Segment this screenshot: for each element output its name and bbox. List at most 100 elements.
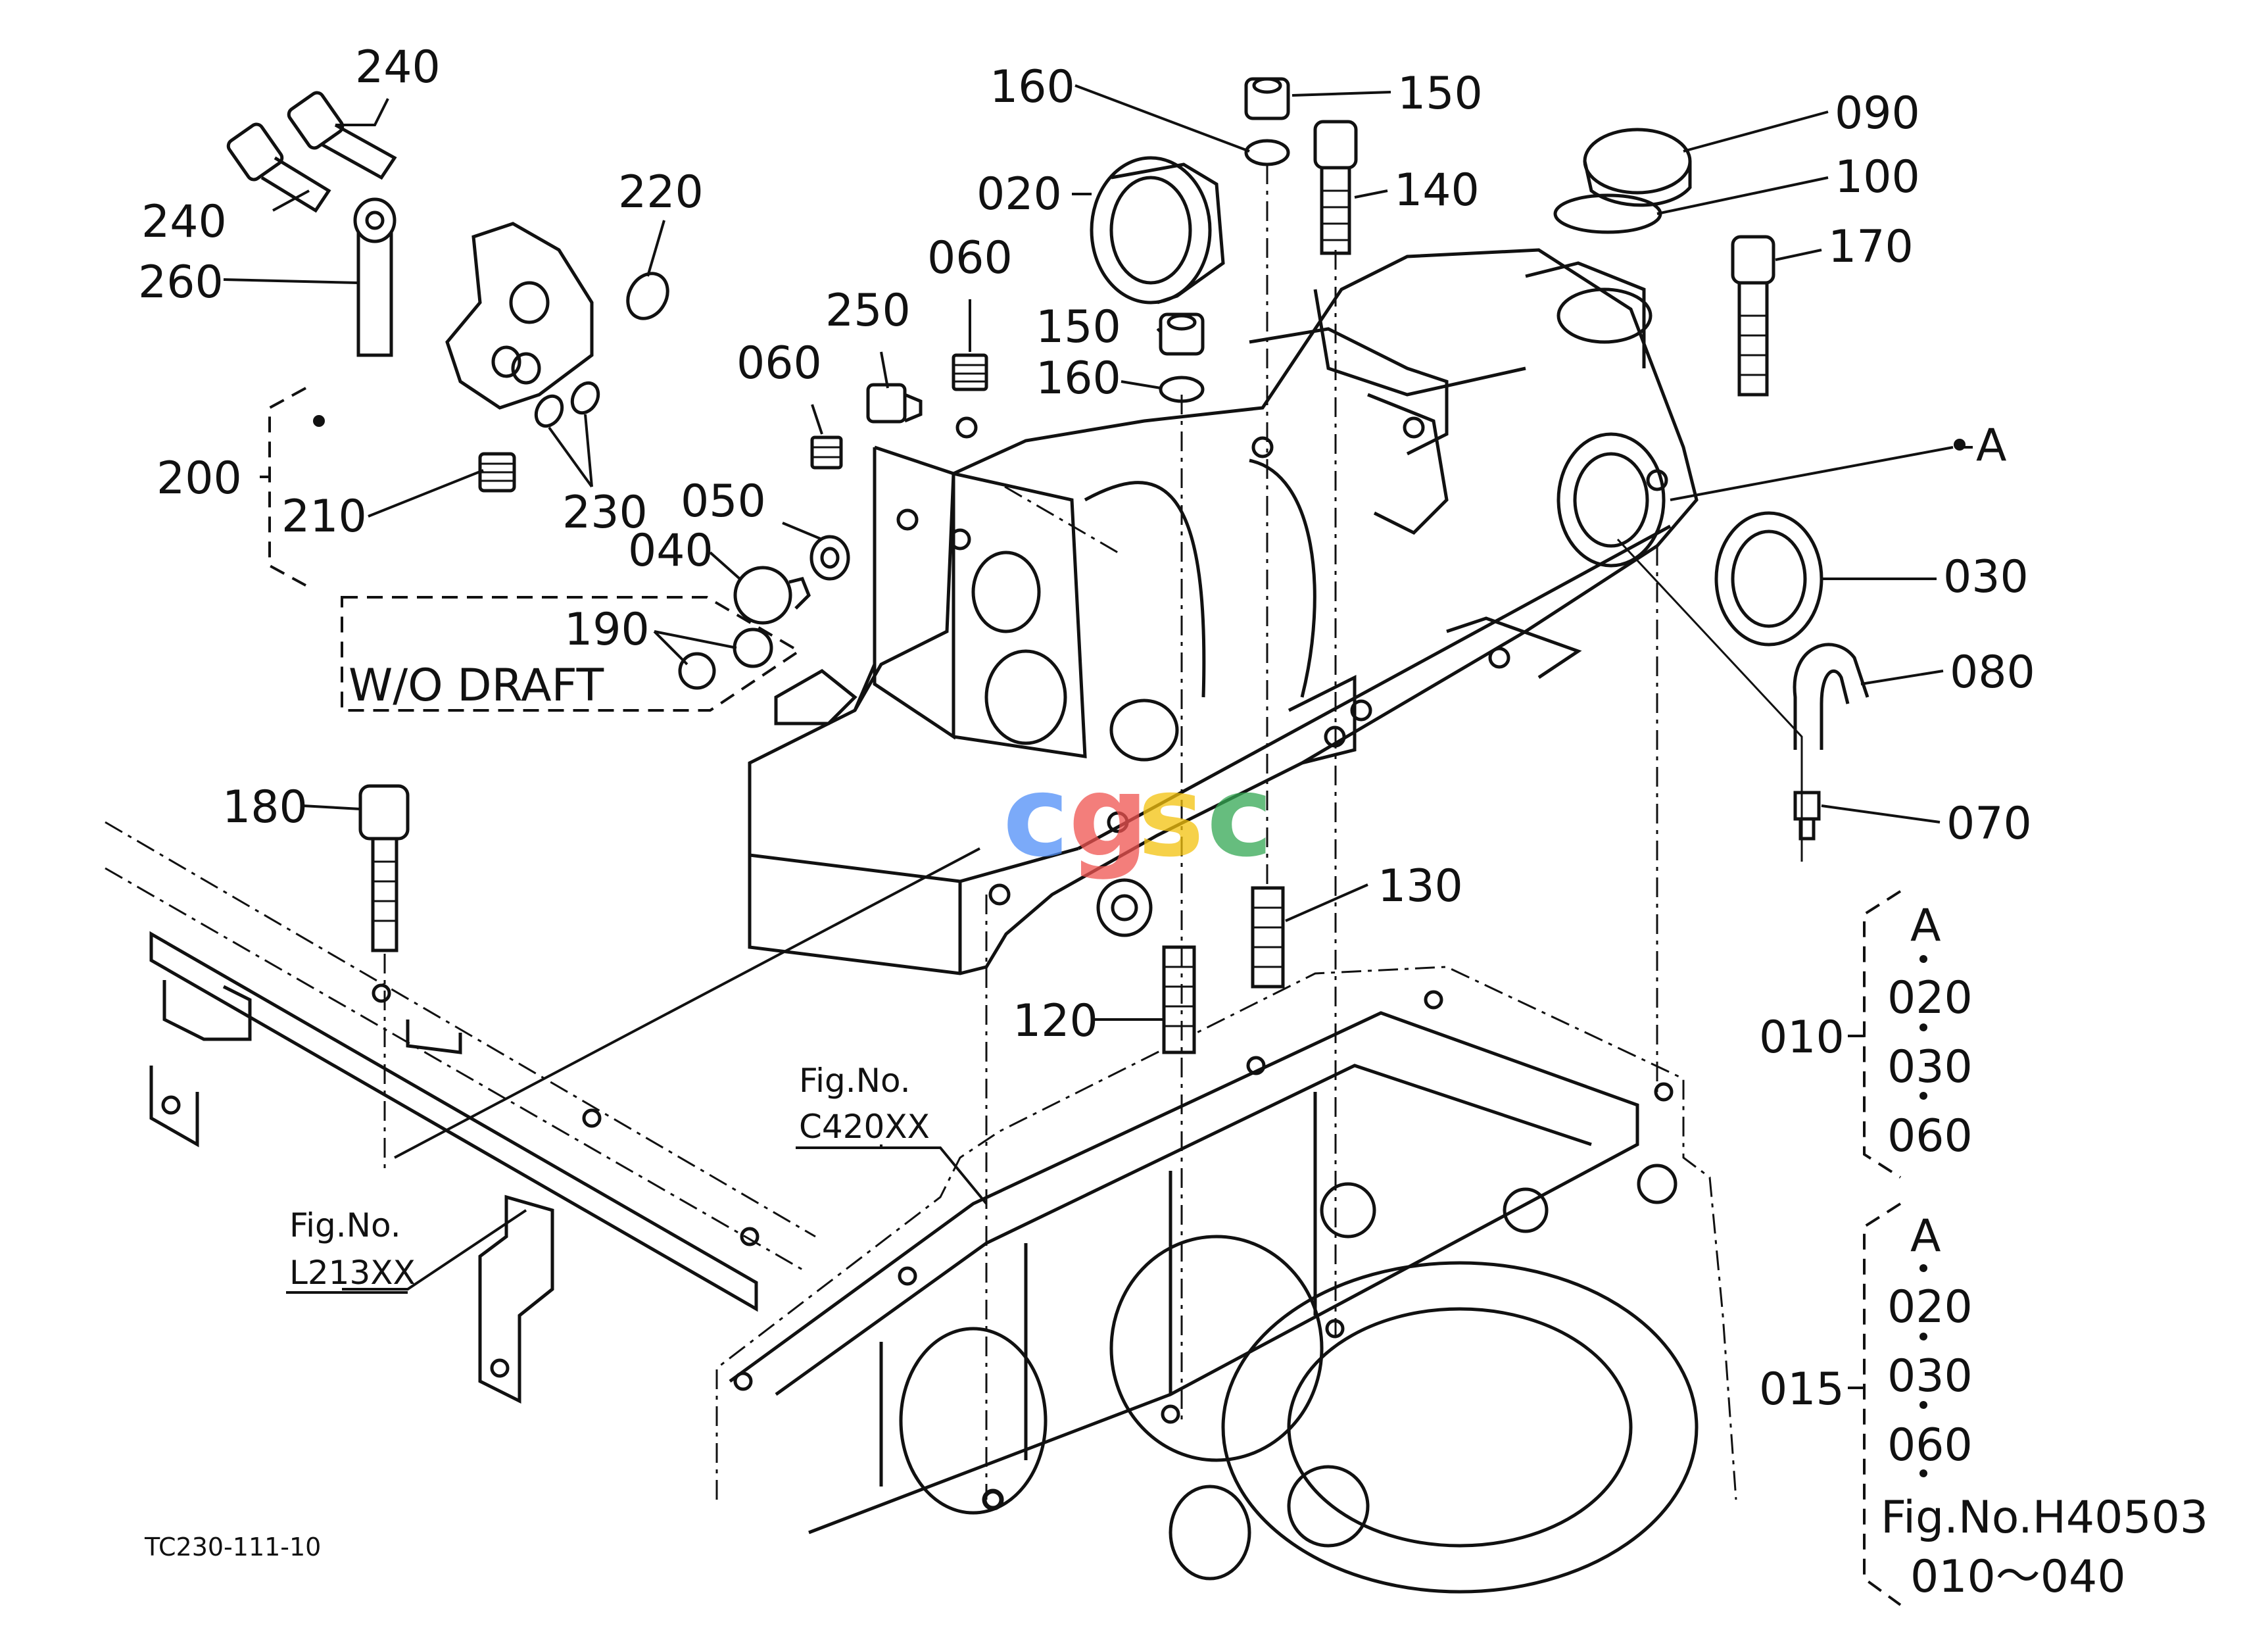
cap-090 (1583, 128, 1692, 207)
callout-130: 130 (1378, 860, 1463, 912)
kit-010-item: 020 (1887, 972, 1973, 1024)
plug-250 (866, 383, 923, 424)
callout-040: 040 (628, 525, 713, 577)
ref-l213-line1: Fig.No. (289, 1206, 401, 1244)
lever-bracket-200 (445, 222, 594, 410)
kit-015-dot-2 (1919, 1333, 1927, 1340)
kit-015-bracket (1863, 1202, 1902, 1606)
callout-170: 170 (1828, 221, 1914, 273)
kit-015-item: 060 (1887, 1419, 1973, 1471)
callout-120: 120 (1013, 995, 1098, 1047)
callout-220: 220 (618, 166, 704, 218)
callout-050: 050 (681, 476, 766, 528)
kit-015-item: 030 (1887, 1350, 1973, 1402)
callout-150-mid: 150 (1036, 301, 1121, 353)
callout-230: 230 (562, 487, 648, 539)
nut-150-top (1244, 77, 1290, 120)
wo-draft-box (341, 596, 802, 712)
leader-lines (223, 84, 1973, 1291)
ref-l213-line2: L213XX (289, 1254, 416, 1292)
o-ring-230-a (534, 394, 564, 428)
kit-010-item: 060 (1887, 1110, 1973, 1162)
callout-060-lower: 060 (736, 337, 822, 389)
ref-c420-line2: C420XX (799, 1108, 930, 1146)
watermark-letter: s (1138, 752, 1204, 882)
ref-c420-line1: Fig.No. (799, 1062, 911, 1100)
washer-160-top (1244, 139, 1290, 166)
transmission-case (715, 966, 1737, 1594)
callout-250: 250 (825, 285, 911, 337)
kit-015-dot-1 (1919, 1264, 1927, 1272)
hydraulic-case (748, 248, 1699, 975)
plug-040 (733, 566, 811, 625)
kit-015-dot-4 (1919, 1469, 1927, 1477)
o-ring-230-b (570, 381, 600, 415)
callout-160-top: 160 (990, 61, 1075, 113)
callout-210: 210 (281, 491, 367, 543)
kit-010-dot-2 (1919, 1023, 1927, 1031)
point-200-dot (313, 415, 325, 427)
callout-100: 100 (1835, 151, 1920, 203)
bolt-240-lower (226, 122, 331, 213)
kit-010-item: 030 (1887, 1041, 1973, 1093)
kit-010-bracket (1863, 890, 1902, 1179)
watermark-letter: c (1207, 752, 1273, 882)
washer-050-inner (820, 547, 840, 569)
callout-260: 260 (138, 257, 224, 308)
plug-190-b (678, 652, 716, 690)
plug-210 (478, 452, 516, 493)
callout-180: 180 (222, 781, 308, 833)
nut-150-mid (1159, 312, 1205, 356)
bolt-140 (1313, 120, 1358, 255)
callout-labels: 240 240 260 220 200 210 230 250 060 060 … (138, 41, 2208, 1603)
callout-020: 020 (977, 168, 1062, 220)
callout-240-upper: 240 (355, 41, 441, 93)
frame-bracket (105, 821, 816, 1404)
point-a-dot (1954, 439, 1966, 451)
kit-010-item: A (1910, 900, 1941, 952)
stud-120 (1162, 945, 1196, 1054)
hose-080 (1793, 643, 1870, 750)
bolt-170 (1731, 235, 1775, 397)
callout-090: 090 (1835, 87, 1920, 139)
wo-draft-label: W/O DRAFT (349, 660, 604, 712)
bolt-180 (358, 784, 410, 952)
assembly-guide-lines (383, 164, 1803, 1500)
callout-080: 080 (1950, 647, 2035, 699)
kit-010-dot-3 (1919, 1092, 1927, 1100)
bushing-030 (1714, 511, 1823, 647)
bushing-020 (1090, 156, 1225, 305)
drawing-code: TC230-111-10 (144, 1533, 321, 1561)
bolt-240-upper (287, 91, 397, 180)
kit-015-item: 020 (1887, 1281, 1973, 1333)
plug-060-b (810, 435, 843, 470)
callout-070: 070 (1946, 798, 2032, 850)
callout-190: 190 (564, 604, 650, 656)
callout-200: 200 (157, 453, 242, 504)
washer-050 (809, 535, 850, 581)
kit-015-ref-line2: 010～040 (1910, 1551, 2126, 1603)
watermark-logo: c g s c (1003, 752, 1273, 882)
callout-240-lower: 240 (141, 196, 227, 248)
kit-010-dot-1 (1919, 955, 1927, 963)
o-ring-220 (626, 272, 669, 320)
callout-160-mid: 160 (1036, 353, 1121, 405)
kit-015-label: 015 (1759, 1364, 1845, 1415)
watermark-letter: c (1003, 752, 1069, 882)
group-bracket-200 (268, 387, 306, 587)
callout-030: 030 (1943, 551, 2029, 603)
kit-015-ref-line1: Fig.No.H40503 (1881, 1492, 2208, 1544)
plug-060-a (952, 353, 988, 391)
kit-015-dot-3 (1919, 1401, 1927, 1409)
fitting-070 (1793, 791, 1821, 841)
stud-130 (1251, 886, 1285, 989)
callout-060-upper: 060 (927, 232, 1013, 284)
kit-015-item: A (1910, 1210, 1941, 1262)
kit-010-label: 010 (1759, 1012, 1845, 1064)
pin-260 (353, 197, 397, 357)
callout-150-top: 150 (1397, 68, 1483, 120)
callout-a: A (1976, 420, 2007, 472)
callout-140: 140 (1394, 164, 1480, 216)
watermark-letter: g (1069, 752, 1149, 882)
